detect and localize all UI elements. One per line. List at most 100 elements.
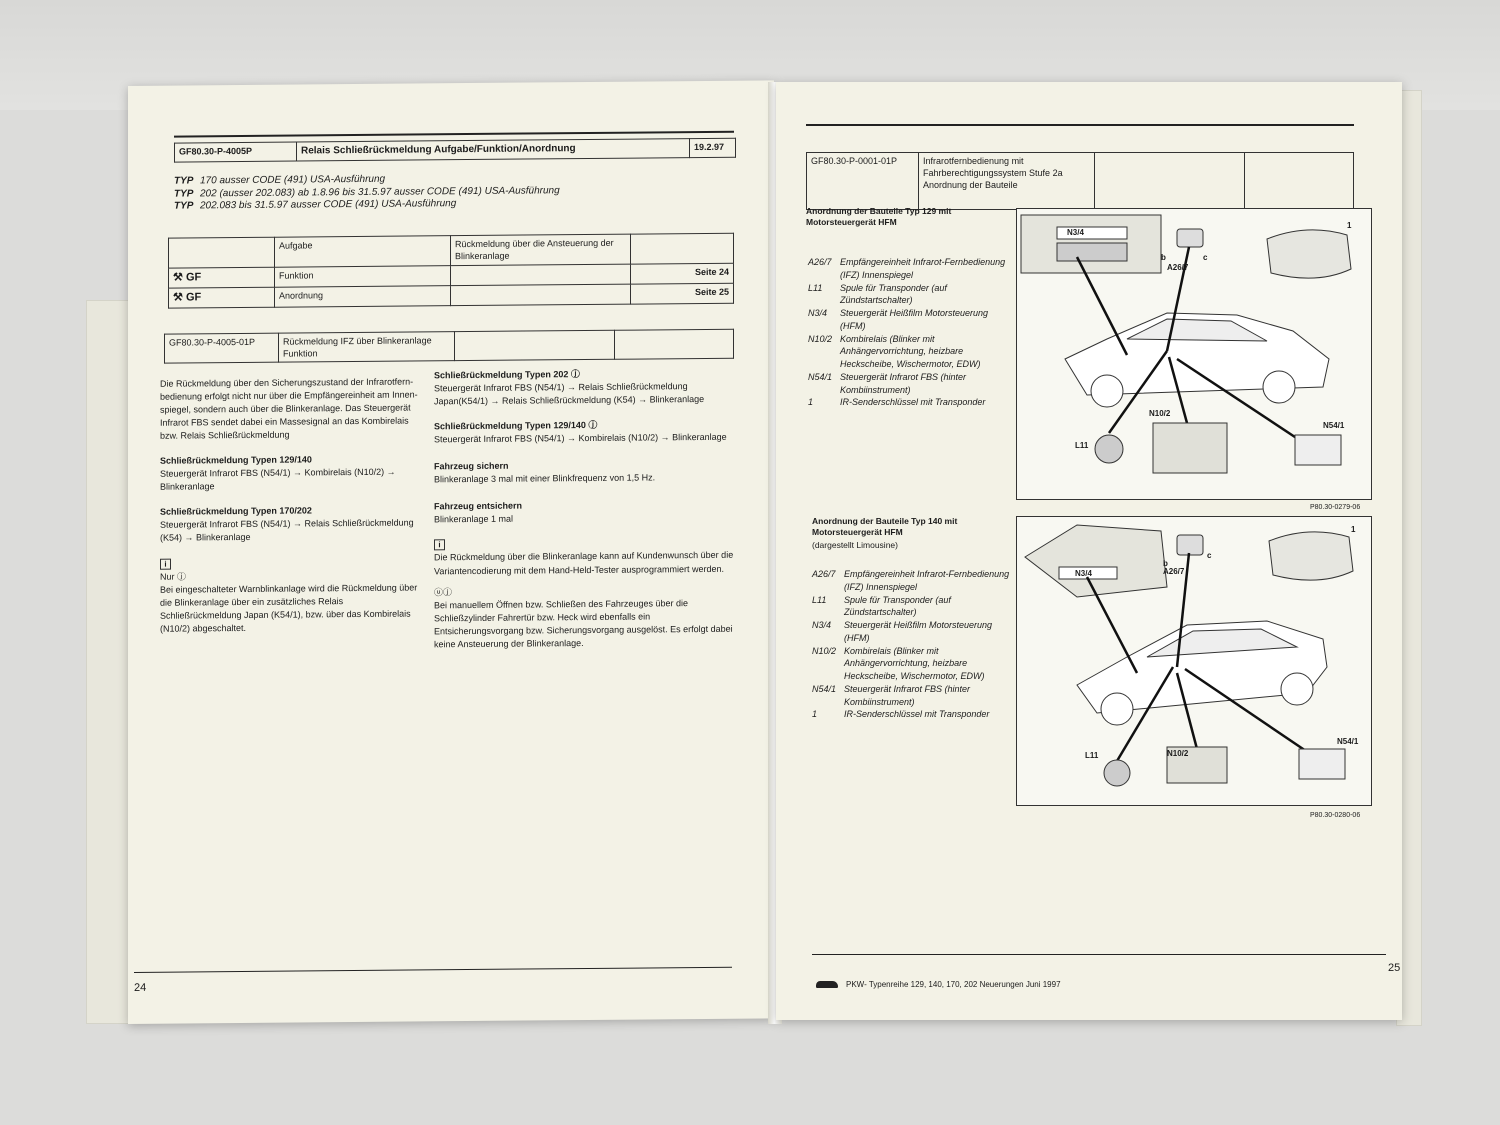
footer: PKW- Typenreihe 129, 140, 170, 202 Neuer… (816, 980, 1061, 989)
n34-module (1056, 226, 1128, 240)
typ-line: 202.083 bis 31.5.97 ausser CODE (491) US… (200, 198, 457, 212)
overview-aufgabe-desc: Rückmeldung über die Ansteuerung der Bli… (450, 234, 631, 266)
diagram-label: A26/7 (1163, 567, 1185, 576)
sub-header: GF80.30-P-4005-01P Rückmeldung IFZ über … (164, 329, 734, 364)
country-badge-icon: ⓙ (177, 571, 187, 582)
country-badge-icon: ⓙ (588, 420, 598, 431)
overview-ref[interactable]: ⚒ GF (168, 287, 275, 308)
country-badge-icon: ⓙ (570, 369, 580, 380)
typ-label: TYP (174, 200, 194, 212)
overview-page-link[interactable]: Seite 24 (630, 263, 734, 284)
section-text: Blinkeranlage 3 mal mit einer Blinkfrequ… (434, 472, 656, 485)
car-diagram-icon (1020, 214, 1352, 474)
control-unit-n541 (1298, 748, 1346, 780)
mirror (1176, 534, 1204, 556)
doc-code: GF80.30-P-4005P (174, 142, 297, 162)
diagram-label: N3/4 (1067, 228, 1084, 237)
coil-l11 (1094, 434, 1124, 464)
control-unit-n541 (1294, 434, 1342, 466)
top-rule (174, 130, 734, 138)
country-badge-icon: ⓤⓙ (434, 586, 453, 597)
typ-label: TYP (174, 175, 194, 187)
diagram-label: N3/4 (1075, 569, 1092, 578)
page-number-right: 25 (1388, 962, 1401, 974)
footer-text: PKW- Typenreihe 129, 140, 170, 202 Neuer… (846, 980, 1061, 989)
section-text: Steuergerät Infrarot FBS (N54/1) → Relai… (160, 517, 414, 544)
doc-title: Relais Schließrückmeldung Aufgabe/Funkti… (296, 138, 690, 161)
figure-ref: P80.30-0279-06 (1310, 504, 1361, 511)
diagram-label: 1 (1347, 221, 1352, 230)
diagram-label: N54/1 (1323, 421, 1345, 430)
engine-bay (1024, 524, 1168, 598)
doc-title: Infrarotfernbedienung mit Fahrberechtigu… (918, 152, 1095, 210)
relay-n102 (1166, 746, 1228, 784)
car-icon (816, 981, 838, 988)
relay-n102 (1152, 422, 1228, 474)
wrench-icon: ⚒ (173, 291, 183, 304)
document-header: GF80.30-P-4005P Relais Schließrückmeldun… (174, 138, 736, 162)
top-rule (806, 124, 1354, 126)
overview-label: Anordnung (274, 285, 451, 307)
page-number-left: 24 (134, 981, 147, 994)
doc-code: GF80.30-P-0001-01P (806, 152, 919, 210)
key-fob (1268, 531, 1354, 581)
section-text: Blinkeranlage 1 mal (434, 514, 514, 525)
coil-l11 (1103, 759, 1131, 787)
diagram-label: c (1207, 551, 1212, 560)
doc-date: 19.2.97 (689, 138, 736, 158)
diagram-typ-140: N3/4 b c A26/7 1 L11 N10/2 N54/1 (1016, 516, 1372, 806)
overview-ref[interactable]: ⚒ GF (168, 267, 275, 288)
column-1: Die Rückmeldung über den Sicherungszusta… (160, 375, 424, 635)
section-text: Bei manuellem Öffnen bzw. Schließen des … (434, 597, 733, 650)
typ-line: 170 ausser CODE (491) USA-Ausführung (200, 173, 386, 187)
right-page: GF80.30-P-0001-01P Infrarotfernbedienung… (776, 82, 1402, 1020)
diagram-label: L11 (1075, 441, 1089, 450)
wrench-icon: ⚒ (173, 271, 183, 284)
figure-ref: P80.30-0280-06 (1310, 812, 1361, 819)
diagram-label: A26/7 (1167, 263, 1189, 272)
diagram-label: 1 (1351, 525, 1356, 534)
left-page: GF80.30-P-4005P Relais Schließrückmeldun… (128, 80, 774, 1025)
page-stack-left (86, 300, 136, 1024)
intro-text: Die Rückmeldung über den Sicherungszusta… (160, 376, 418, 441)
car-body (1064, 312, 1330, 396)
typ-label: TYP (174, 187, 194, 200)
diagram-label: L11 (1085, 751, 1099, 760)
overview-page-link[interactable]: Seite 25 (630, 283, 734, 304)
mirror (1176, 228, 1204, 248)
diagram-label: c (1203, 253, 1208, 262)
diagram-typ-129: N3/4 b c A26/7 1 L11 N10/2 N54/1 (1016, 208, 1372, 500)
diagram-label: N10/2 (1149, 409, 1171, 418)
key-fob (1266, 229, 1352, 279)
section-text: Steuergerät Infrarot FBS (N54/1) → Kombi… (434, 431, 727, 445)
note-text: Bei eingeschalteter Warnblinkanlage wird… (160, 582, 418, 634)
column-2: Schließrückmeldung Typen 202 ⓙ Steuerger… (434, 367, 734, 651)
section-title: Anordnung der Bauteile Typ 129 mit Motor… (806, 206, 952, 228)
section-title: Anordnung der Bauteile Typ 140 mit Motor… (812, 516, 958, 538)
diagram-label: N10/2 (1167, 749, 1189, 758)
bottom-rule (134, 966, 732, 973)
info-icon: i (434, 539, 445, 551)
diagram-label: b (1163, 559, 1168, 568)
sub-title: Rückmeldung IFZ über Blinkeranlage Funkt… (278, 331, 455, 363)
overview-table: Aufgabe Rückmeldung über die Ansteuerung… (168, 233, 734, 309)
info-icon: i (160, 558, 171, 570)
section-text: Die Rückmeldung über die Blinkeranlage k… (434, 550, 734, 576)
overview-aufgabe: Aufgabe (274, 235, 451, 268)
sub-code: GF80.30-P-4005-01P (164, 333, 279, 364)
